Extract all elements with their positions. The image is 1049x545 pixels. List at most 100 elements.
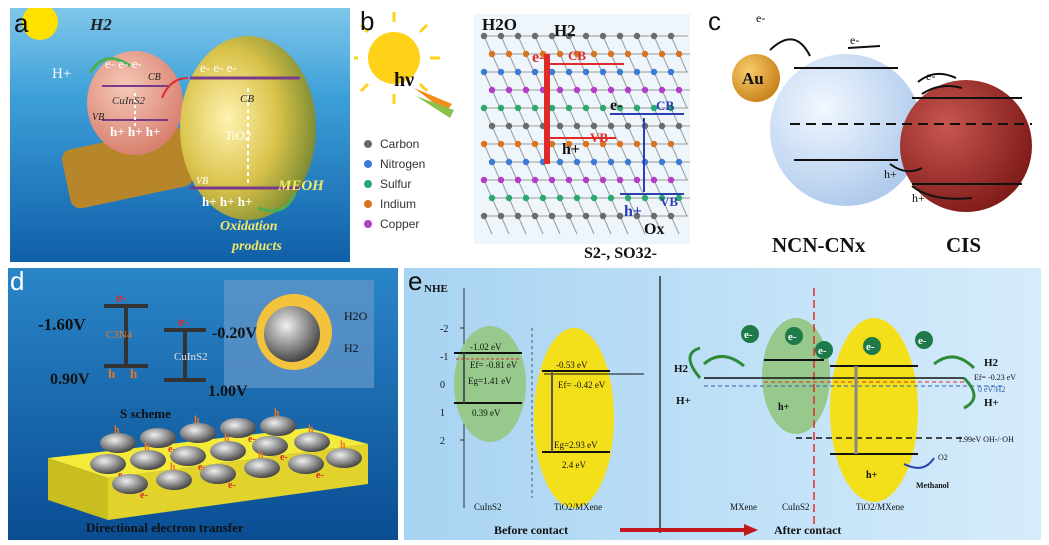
legend-label-sulfur: Sulfur (380, 177, 411, 191)
lattice-atom (582, 32, 590, 40)
lattice-atom (624, 86, 632, 94)
lattice-atom (675, 194, 683, 202)
cis-vb: VB (92, 112, 104, 123)
ox-label: O2 (938, 453, 948, 462)
lattice-atom (497, 176, 505, 184)
electron-bubble (741, 325, 759, 343)
cuins2-label: CuInS2 (174, 351, 208, 363)
electron-bubble (815, 341, 833, 359)
lattice-atom (616, 104, 624, 112)
lattice-atom (480, 68, 488, 76)
lattice-atom (650, 32, 658, 40)
electron-bubble-label: e- (818, 345, 827, 357)
lattice-atom (590, 194, 598, 202)
pebble-electron: e- (248, 434, 256, 445)
lattice-atom (480, 104, 488, 112)
panel-label-a: a (14, 8, 29, 38)
lattice-atom (650, 104, 658, 112)
legend-dot-carbon (364, 140, 372, 148)
lattice-atom (522, 50, 530, 58)
au-label: Au (742, 69, 764, 88)
pebble (326, 448, 362, 468)
sun-icon (368, 32, 420, 84)
legend-dot-indium (364, 200, 372, 208)
after-label: After contact (774, 523, 841, 537)
panel-a-figure: H2 H+ e- e- e- CB CuInS2 VB h+ h+ h+ e- … (10, 8, 350, 262)
electron-bubble (915, 331, 933, 349)
lattice-atom (658, 122, 666, 130)
panel-a: H2 H+ e- e- e- CB CuInS2 VB h+ h+ h+ e- … (10, 8, 350, 262)
lattice-atom (599, 176, 607, 184)
lattice-atom (480, 176, 488, 184)
lattice-atom (582, 104, 590, 112)
lattice-atom (658, 194, 666, 202)
pebble (180, 423, 216, 443)
panel-b: H2O H2 hν e- CB VB e- CB h+ VB h+ Ox S2-… (354, 6, 690, 264)
lattice-atom (590, 158, 598, 166)
pebble-electron: e- (140, 490, 148, 501)
lattice-atom (675, 158, 683, 166)
pebble-electron: e- (316, 470, 324, 481)
oxidation-label-2: products (231, 239, 282, 254)
electron-bubble-label: e- (918, 335, 927, 347)
vb-red: VB (590, 130, 608, 145)
tio2mx-after: TiO2/MXene (856, 502, 904, 512)
lattice-atom (667, 68, 675, 76)
lattice-atom (556, 86, 564, 94)
pebble (252, 436, 288, 456)
pebble (210, 441, 246, 461)
lattice-atom (505, 158, 513, 166)
cb-blue: CB (656, 98, 674, 113)
pebble (90, 454, 126, 474)
legend-dot-nitrogen (364, 160, 372, 168)
cuins2-before-ellipse (454, 326, 526, 442)
lattice-atom (531, 176, 539, 184)
lattice-atom (514, 68, 522, 76)
lattice-atom (573, 158, 581, 166)
lattice-atom (488, 86, 496, 94)
panel-label-c: c (708, 6, 721, 36)
legend-dot-copper (364, 220, 372, 228)
tio2-before-ellipse (534, 328, 614, 508)
v-160: -1.60V (38, 315, 86, 334)
lattice-atom (497, 32, 505, 40)
pebble (244, 458, 280, 478)
cis-label: CuInS2 (112, 95, 146, 107)
lattice-atom (548, 212, 556, 220)
lattice-atom (658, 50, 666, 58)
nhe-tick-label: 0 (440, 380, 445, 391)
tio2-vb: 2.4 eV (562, 460, 586, 470)
lattice-atom (522, 194, 530, 202)
panel-b-figure: H2O H2 hν e- CB VB e- CB h+ VB h+ Ox S2-… (354, 6, 690, 264)
lattice-atom (616, 212, 624, 220)
lattice-atom (599, 104, 607, 112)
tio2-cb: CB (240, 93, 254, 105)
lattice-atom (667, 176, 675, 184)
pebble-hole: h (308, 424, 314, 435)
lattice-atom (573, 50, 581, 58)
ncn-cnx-sphere (770, 54, 922, 206)
h2-label: H2 (344, 341, 359, 355)
v-020: -0.20V (212, 325, 257, 342)
oh-line-label: 1.99eV OH-/·OH (958, 435, 1014, 444)
lattice-atom (531, 140, 539, 148)
lattice-atom (573, 122, 581, 130)
v-100: 1.00V (208, 383, 248, 400)
pebble (100, 433, 136, 453)
lattice-atom (565, 140, 573, 148)
lattice-atom (616, 68, 624, 76)
hole-black: h+ (562, 141, 580, 158)
lattice-atom (633, 68, 641, 76)
pebble (260, 416, 296, 436)
cuins2-particle (87, 51, 183, 155)
lattice-atom (599, 140, 607, 148)
tio2-electrons: e- e- e- (200, 60, 237, 75)
nanorod (61, 127, 194, 209)
lattice-atom (658, 158, 666, 166)
lattice-atom (514, 212, 522, 220)
cuins2-cb: -1.02 eV (470, 342, 502, 352)
panel-label-b: b (360, 6, 375, 36)
pebble (220, 418, 256, 438)
cuins2-vb: 0.39 eV (472, 408, 501, 418)
